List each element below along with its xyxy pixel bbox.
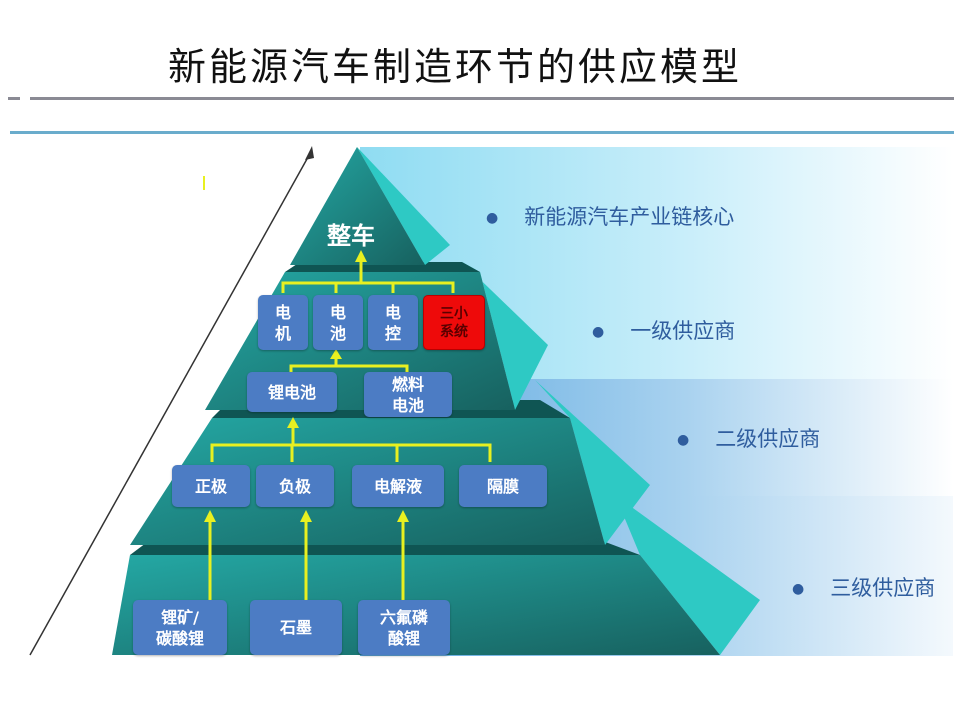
connector-level3 [210,424,492,462]
page-title: 新能源汽车制造环节的供应模型 [167,45,742,89]
tier-label-text: 二级供应商 [715,427,821,451]
box-electrolyte: 电解液 [352,465,444,507]
tier4-side [615,495,760,655]
header-divider-dash [8,97,20,100]
tier-band-core [360,147,953,263]
bullet-icon: ● [792,581,805,597]
tier1-side [357,147,450,265]
header-divider [30,97,954,100]
box-lithium-ore: 锂矿/ 碳酸锂 [133,600,227,655]
box-graphite: 石墨 [250,600,342,655]
bullet-icon: ● [486,210,499,226]
tier2-side [462,262,548,410]
arrow-head-cathode [204,510,216,522]
tier-label-text: 一级供应商 [630,319,736,343]
box-anode: 负极 [256,465,334,507]
apex-label: 整车 [327,222,375,250]
tier1-front [290,147,425,265]
box-lipf6: 六氟磷 酸锂 [358,600,450,655]
tier-label-text: 三级供应商 [830,576,936,600]
box-battery: 电 池 [313,295,363,350]
arrow-head-apex [355,250,367,262]
arrow-head-battery [330,349,342,359]
axis-arrow-line [29,149,313,656]
tier3-side [535,380,650,545]
box-controller: 电 控 [368,295,418,350]
tier-label-core: ● 新能源汽车产业链核心 [486,201,734,231]
tier-label-3: ● 三级供应商 [792,572,935,602]
connector-level1 [281,258,455,293]
tier-label-2: ● 二级供应商 [677,423,820,453]
arrow-head-electrolyte [397,510,409,522]
arrow-head-lithium [287,417,299,428]
box-three-small-systems: 三小 系统 [423,295,485,350]
box-motor: 电 机 [258,295,308,350]
connectors [204,250,492,600]
header-accent-line [10,131,954,134]
tier-label-text: 新能源汽车产业链核心 [524,205,735,229]
box-lithium-battery: 锂电池 [247,372,337,412]
arrow-head-anode [300,510,312,522]
bullet-icon: ● [592,324,605,340]
tier-label-1: ● 一级供应商 [592,315,735,345]
box-fuel-cell: 燃料 电池 [364,372,452,417]
box-separator: 隔膜 [459,465,547,507]
box-cathode: 正极 [172,465,250,507]
axis-arrow-head [305,146,314,160]
bullet-icon: ● [677,432,690,448]
